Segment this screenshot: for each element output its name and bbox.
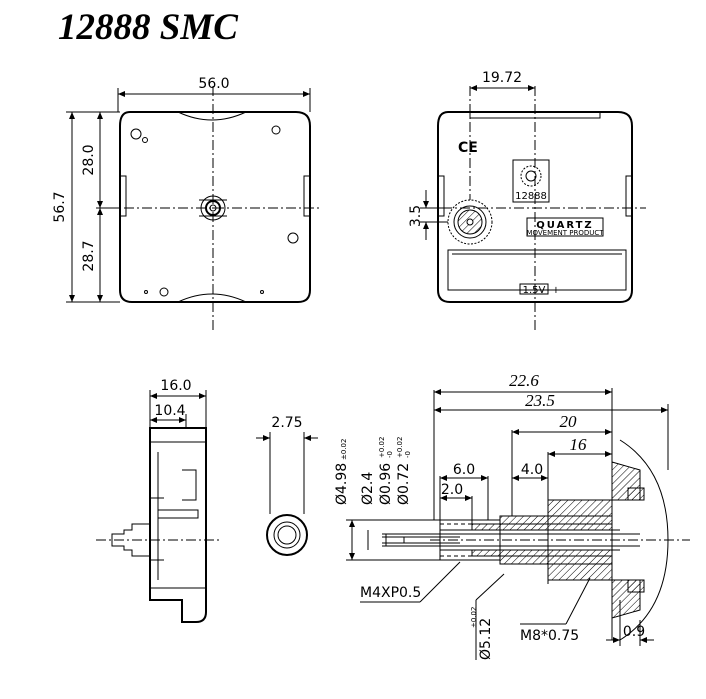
dim-gear-offset: 3.5 <box>408 205 424 227</box>
dim-inner: 10.4 <box>154 403 185 419</box>
dia-0-96-tol-lo: -0 <box>386 451 394 458</box>
dia-0-72-tol-hi: +0.02 <box>396 437 404 458</box>
dia-0-72-tol-lo: -0 <box>404 451 412 458</box>
dim-2-0: 2.0 <box>441 482 463 498</box>
dim-4-0: 4.0 <box>521 462 543 478</box>
shaft-view: 22.6 23.5 20 16 6.0 2.0 4.0 0.9 Ø4.98 ±0… <box>334 371 690 660</box>
back-view: CE 12888 QUARTZ MOVEMENT PRODUCT 1.5V - … <box>408 70 646 330</box>
page-title: 12888 SMC <box>58 7 238 48</box>
front-view: 56.0 56.7 28.0 28.7 <box>52 76 322 330</box>
dia-4-98-tol: ±0.02 <box>340 439 348 460</box>
brand-label: QUARTZ <box>536 220 593 231</box>
dia-0-96-tol-hi: +0.02 <box>378 437 386 458</box>
dia-5-12: Ø5.12 <box>478 618 494 660</box>
dim-height: 56.7 <box>52 191 68 222</box>
thread-m4: M4XP0.5 <box>360 585 421 601</box>
dia-2-4: Ø2.4 <box>360 472 376 505</box>
dim-width: 56.0 <box>198 76 229 92</box>
ce-mark: CE <box>458 140 478 156</box>
brand-sub-label: MOVEMENT PRODUCT <box>526 229 604 237</box>
dia-0-72: Ø0.72 <box>396 463 412 505</box>
thread-m8: M8*0.75 <box>520 628 579 644</box>
dim-6-0: 6.0 <box>453 462 475 478</box>
battery-minus: - <box>509 285 513 296</box>
dia-4-98: Ø4.98 <box>334 463 350 505</box>
hand-view: 2.75 <box>256 415 318 556</box>
dim-23-5: 23.5 <box>525 391 555 410</box>
model-label: 12888 <box>515 191 547 202</box>
dim-hand: 2.75 <box>271 415 302 431</box>
dim-lower: 28.7 <box>81 240 97 271</box>
battery-label: 1.5V <box>523 285 546 296</box>
battery-plus: + <box>552 285 560 296</box>
dim-upper: 28.0 <box>81 144 97 175</box>
dim-0-9: 0.9 <box>623 624 645 640</box>
dim-depth: 16.0 <box>160 378 191 394</box>
dia-5-12-tol: ±0.02 <box>470 607 478 628</box>
dim-22-6: 22.6 <box>509 371 539 390</box>
dia-0-96: Ø0.96 <box>378 463 394 505</box>
dim-offset: 19.72 <box>482 70 522 86</box>
dim-16: 16 <box>570 435 588 454</box>
dim-20: 20 <box>560 412 578 431</box>
side-view: 16.0 10.4 <box>96 378 220 623</box>
